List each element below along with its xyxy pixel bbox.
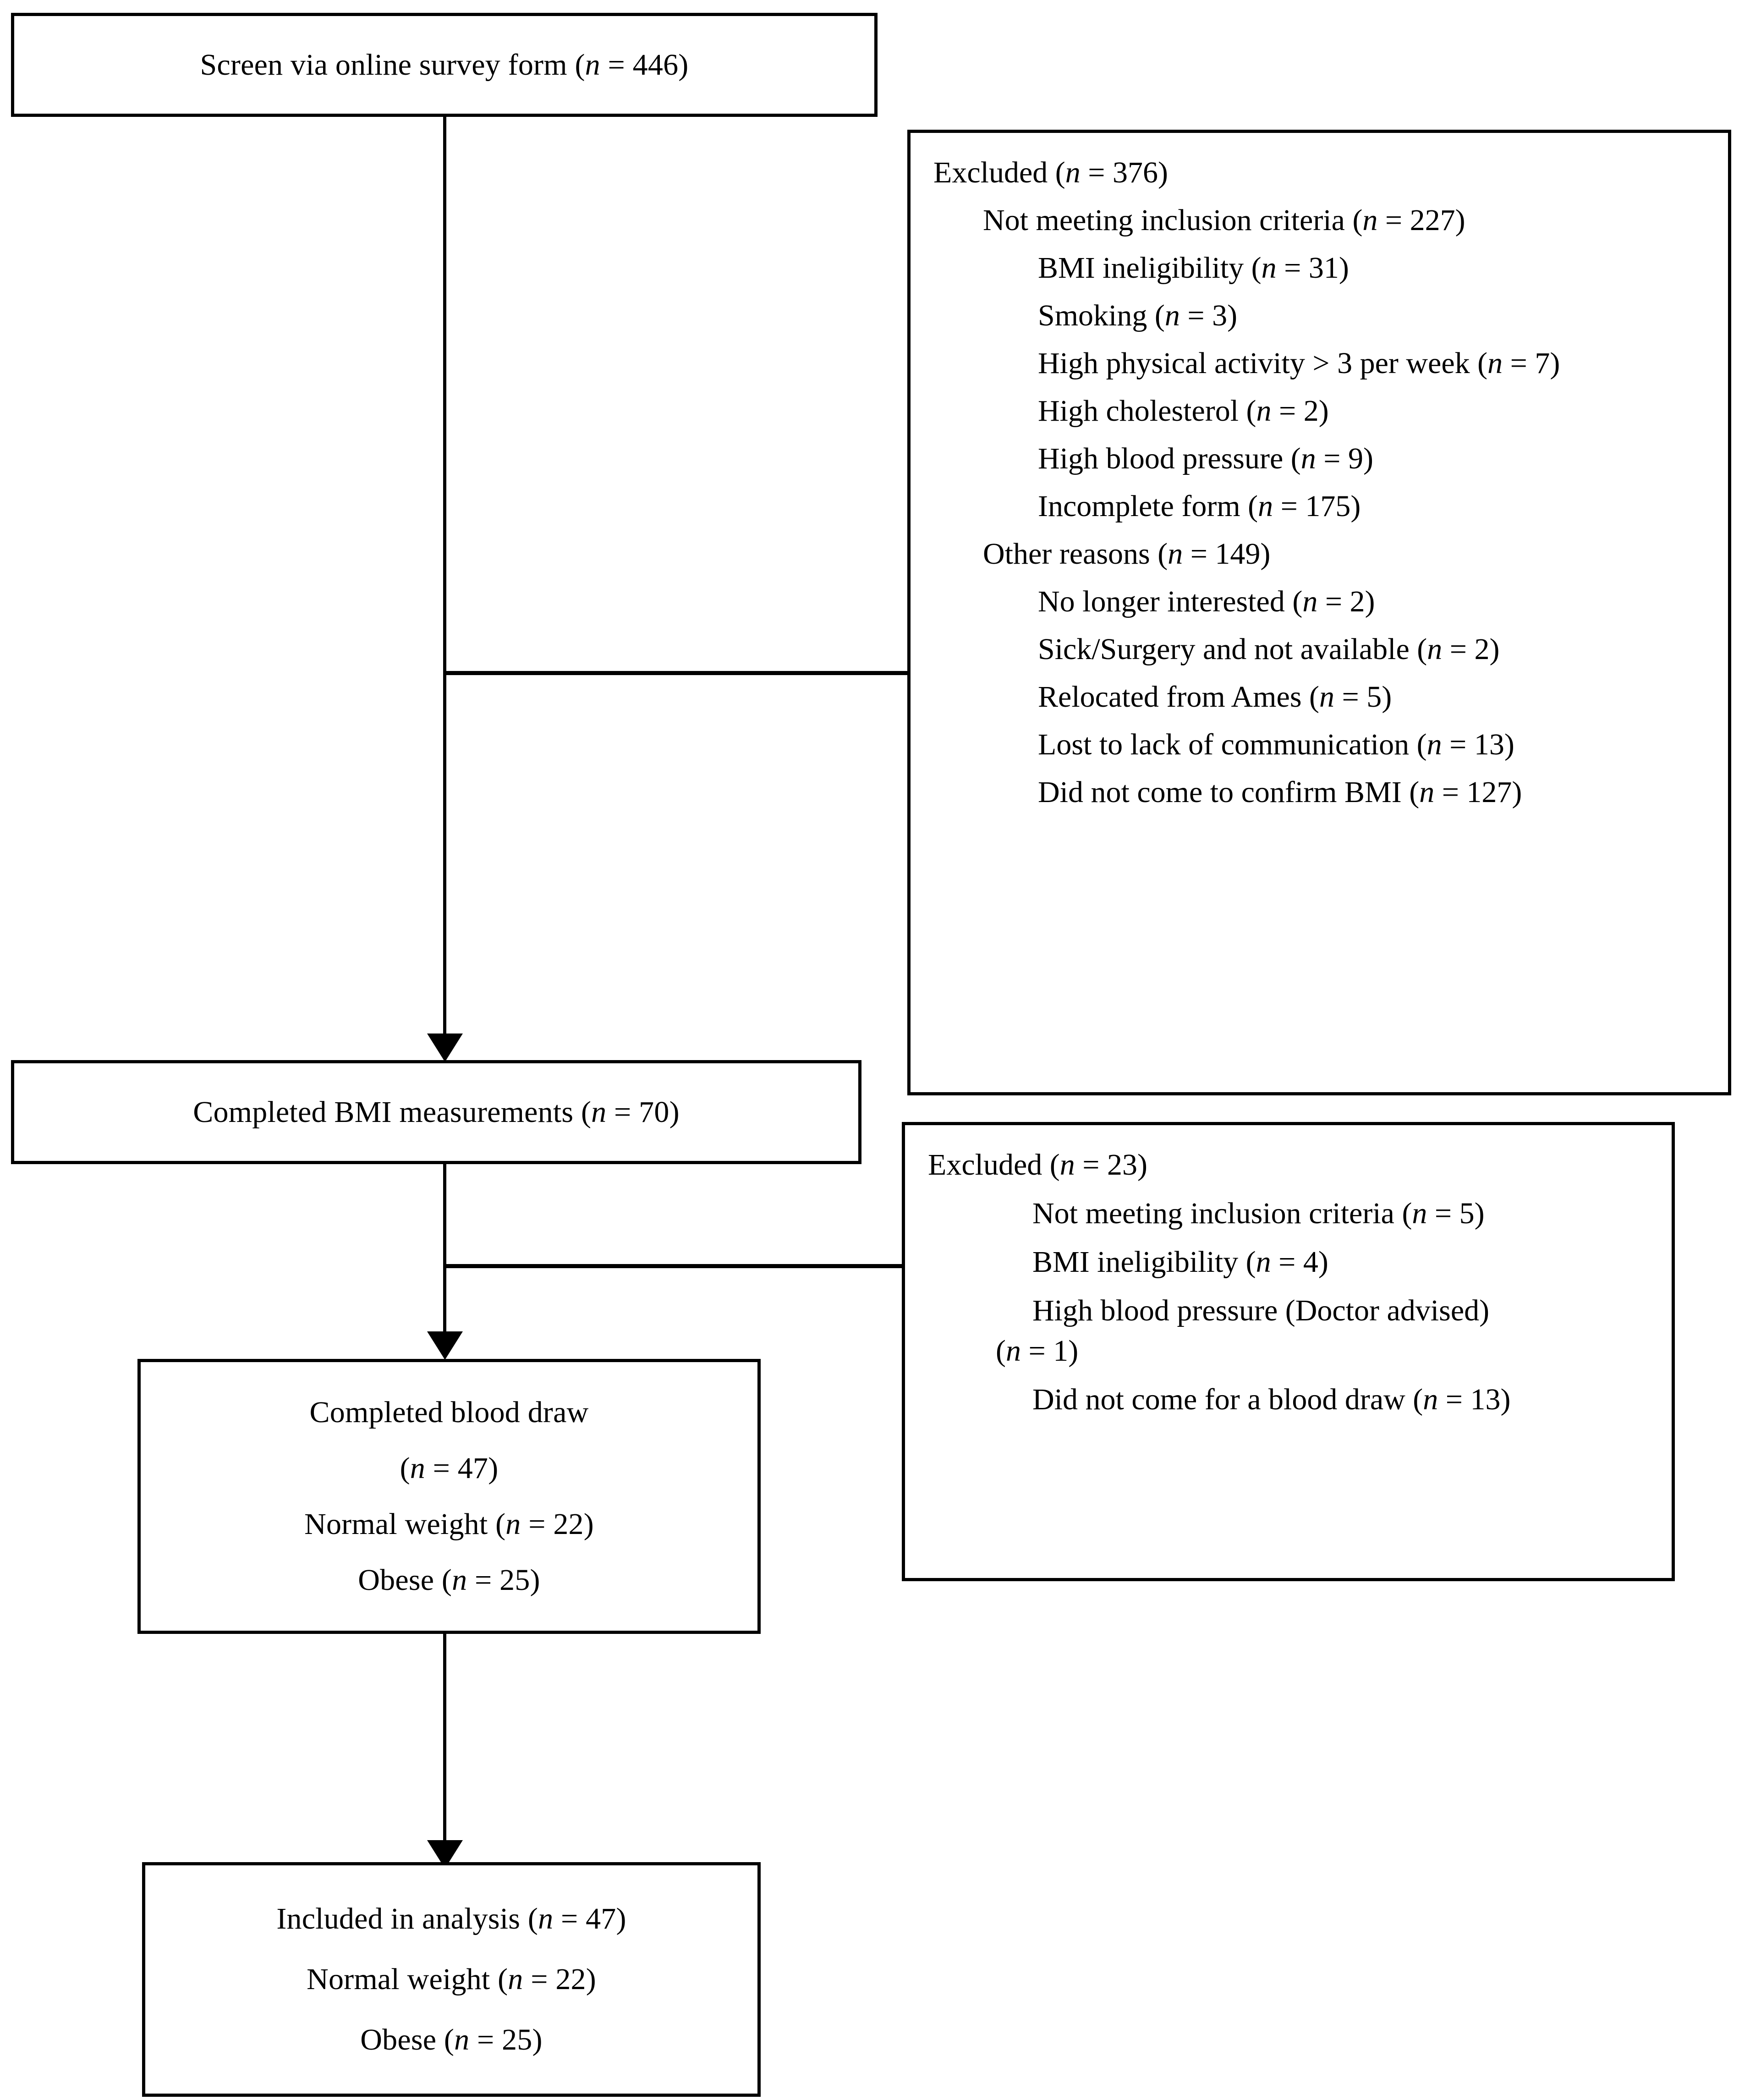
n-symbol: n bbox=[1427, 632, 1443, 666]
analysis-line-1: Included in analysis (n = 47) bbox=[276, 1902, 626, 1936]
n-symbol: n bbox=[452, 1563, 467, 1597]
excluded-1-line-1: Not meeting inclusion criteria (n = 227) bbox=[983, 203, 1465, 237]
excluded-1-line-12: Lost to lack of communication (n = 13) bbox=[1038, 728, 1514, 761]
excluded-2-line-0: Excluded (n = 23) bbox=[928, 1148, 1147, 1182]
excluded-1-line-2: BMI ineligibility (n = 31) bbox=[1038, 251, 1349, 285]
excluded-1-line-4: High physical activity > 3 per week (n =… bbox=[1038, 346, 1560, 380]
excluded-1-line-5: High cholesterol (n = 2) bbox=[1038, 394, 1329, 428]
blood-draw-line-3: Normal weight (n = 22) bbox=[304, 1507, 594, 1541]
excluded-1-line-8: Other reasons (n = 149) bbox=[983, 537, 1271, 571]
n-symbol: n bbox=[1065, 156, 1081, 189]
excluded-1-line-3: Smoking (n = 3) bbox=[1038, 299, 1238, 332]
box-excluded-1: Excluded (n = 376) Not meeting inclusion… bbox=[907, 130, 1731, 1095]
n-symbol: n bbox=[1059, 1148, 1075, 1182]
n-symbol: n bbox=[591, 1095, 607, 1129]
n-symbol: n bbox=[1362, 203, 1378, 237]
n-symbol: n bbox=[508, 1963, 523, 1996]
box-completed-bmi-measurements: Completed BMI measurements (n = 70) bbox=[11, 1060, 861, 1164]
box-excluded-2: Excluded (n = 23) Not meeting inclusion … bbox=[902, 1122, 1675, 1581]
n-symbol: n bbox=[1164, 299, 1180, 332]
n-symbol: n bbox=[585, 48, 600, 82]
connector-screening-to-excluded-1 bbox=[443, 671, 908, 675]
excluded-2-line-2: BMI ineligibility (n = 4) bbox=[1032, 1245, 1328, 1279]
blood-draw-line-2: (n = 47) bbox=[400, 1451, 499, 1485]
excluded-2-line-4: (n = 1) bbox=[996, 1334, 1079, 1368]
blood-draw-line-4: Obese (n = 25) bbox=[358, 1563, 540, 1597]
connector-blood-draw-to-analysis-stem bbox=[443, 1634, 446, 1840]
analysis-line-3: Obese (n = 25) bbox=[360, 2023, 543, 2056]
box-screening: Screen via online survey form (n = 446) bbox=[11, 13, 878, 117]
excluded-1-line-0: Excluded (n = 376) bbox=[933, 156, 1168, 189]
n-symbol: n bbox=[1423, 1383, 1438, 1416]
bmi-line-1: Completed BMI measurements (n = 70) bbox=[193, 1095, 680, 1129]
connector-screening-to-bmi-stem bbox=[443, 117, 446, 1034]
n-symbol: n bbox=[1258, 489, 1273, 523]
n-symbol: n bbox=[454, 2023, 470, 2056]
arrowhead-into-bmi-box bbox=[427, 1034, 463, 1062]
excluded-1-line-13: Did not come to confirm BMI (n = 127) bbox=[1038, 775, 1522, 809]
n-symbol: n bbox=[1168, 537, 1183, 571]
n-symbol: n bbox=[1005, 1334, 1021, 1368]
n-symbol: n bbox=[1426, 728, 1442, 761]
n-symbol: n bbox=[1300, 442, 1316, 475]
n-symbol: n bbox=[1319, 680, 1334, 714]
n-symbol: n bbox=[1487, 346, 1503, 380]
blood-draw-line-1: Completed blood draw bbox=[309, 1396, 589, 1429]
n-symbol: n bbox=[1419, 775, 1435, 809]
screening-line-1: Screen via online survey form (n = 446) bbox=[200, 48, 689, 82]
n-symbol: n bbox=[505, 1507, 521, 1541]
box-included-in-analysis: Included in analysis (n = 47) Normal wei… bbox=[142, 1862, 761, 2097]
excluded-1-line-7: Incomplete form (n = 175) bbox=[1038, 489, 1361, 523]
n-symbol: n bbox=[1261, 251, 1277, 285]
connector-bmi-to-blood-draw-stem bbox=[443, 1164, 446, 1331]
box-completed-blood-draw: Completed blood draw (n = 47) Normal wei… bbox=[137, 1359, 761, 1634]
n-symbol: n bbox=[410, 1451, 425, 1485]
n-symbol: n bbox=[1256, 1245, 1271, 1279]
excluded-2-line-3: High blood pressure (Doctor advised) bbox=[1032, 1294, 1490, 1327]
excluded-1-line-9: No longer interested (n = 2) bbox=[1038, 585, 1375, 618]
connector-bmi-to-excluded-2 bbox=[443, 1264, 903, 1268]
n-symbol: n bbox=[1256, 394, 1272, 428]
analysis-line-2: Normal weight (n = 22) bbox=[307, 1963, 596, 1996]
excluded-1-line-11: Relocated from Ames (n = 5) bbox=[1038, 680, 1392, 714]
excluded-1-line-6: High blood pressure (n = 9) bbox=[1038, 442, 1373, 475]
arrowhead-into-blood-draw-box bbox=[427, 1331, 463, 1360]
n-symbol: n bbox=[1302, 585, 1318, 618]
excluded-2-line-1: Not meeting inclusion criteria (n = 5) bbox=[1032, 1197, 1485, 1230]
n-symbol: n bbox=[1412, 1197, 1427, 1230]
n-symbol: n bbox=[538, 1902, 554, 1936]
excluded-1-line-10: Sick/Surgery and not available (n = 2) bbox=[1038, 632, 1500, 666]
excluded-2-line-5: Did not come for a blood draw (n = 13) bbox=[1032, 1383, 1511, 1416]
